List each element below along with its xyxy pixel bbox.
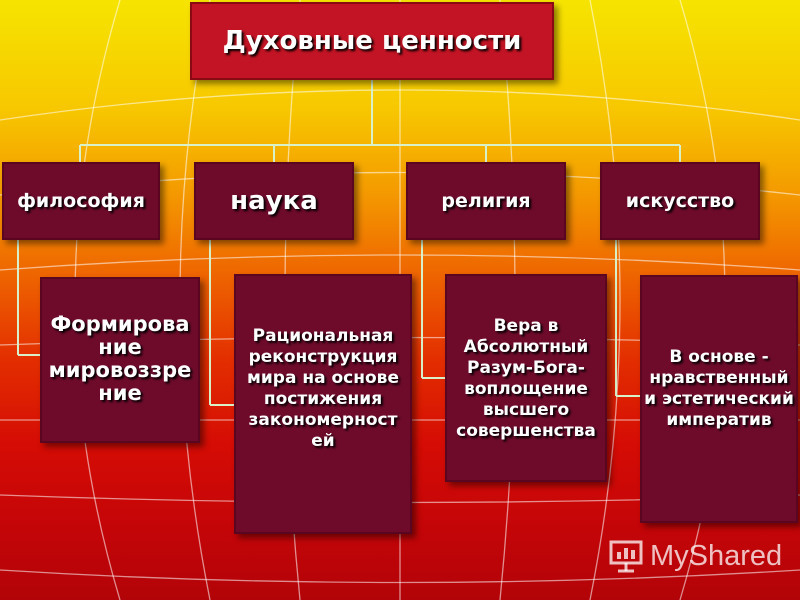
category-label: философия — [17, 190, 145, 212]
description-science: Рациональная реконструкция мира на основ… — [234, 274, 412, 534]
category-label: религия — [441, 190, 531, 212]
category-philosophy: философия — [2, 162, 160, 240]
watermark: MyShared — [608, 538, 784, 574]
category-religion: религия — [406, 162, 566, 240]
watermark-text: MyShared — [650, 540, 783, 572]
category-label: наука — [230, 186, 318, 216]
description-philosophy: Формирова ние мировоззре ние — [40, 277, 200, 443]
presentation-icon — [609, 540, 643, 573]
category-label: искусство — [625, 190, 735, 212]
category-art: искусство — [600, 162, 760, 240]
description-art: В основе - нравственный и эстетический и… — [640, 275, 798, 523]
category-science: наука — [194, 162, 354, 240]
description-religion: Вера в Абсолютный Разум-Бога- воплощение… — [445, 274, 607, 482]
diagram-title: Духовные ценности — [190, 2, 554, 80]
